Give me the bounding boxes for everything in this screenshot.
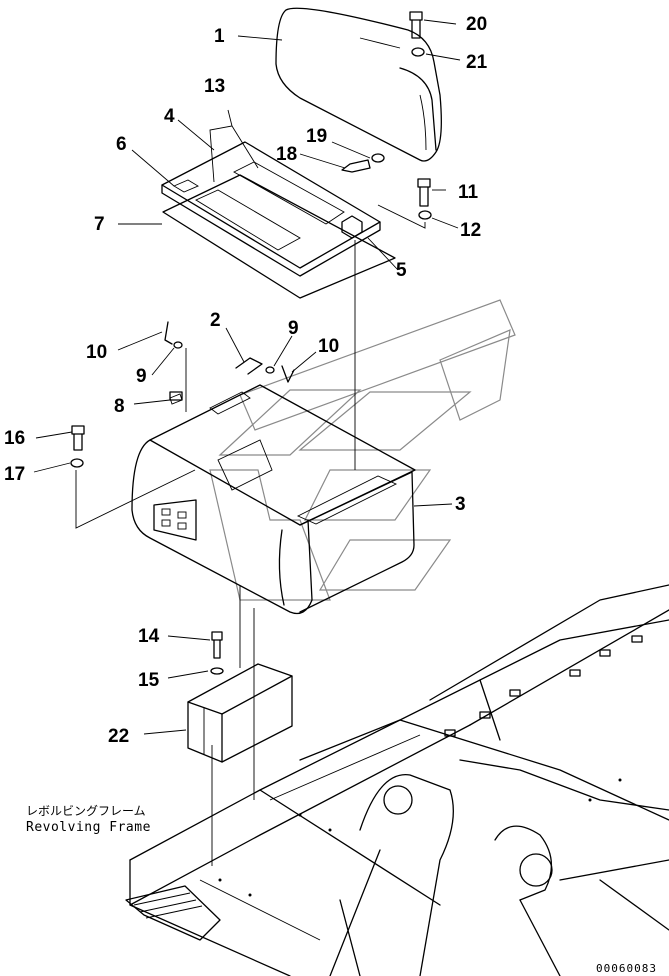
toolbox-bolt [210,631,224,675]
callout-7: 7 [94,214,105,235]
callout-3: 3 [455,494,466,515]
frame-caption-jp: レボルビングフレーム [26,804,146,818]
seat-cushion [161,141,381,277]
seat-box [131,384,416,615]
callout-6: 6 [116,134,127,155]
callout-8: 8 [114,396,125,417]
callout-20: 20 [466,14,487,35]
callout-14: 14 [138,626,160,647]
frame-caption-en: Revolving Frame [26,820,151,835]
callout-21: 21 [466,52,488,73]
callout-15: 15 [138,670,160,691]
watermark-logo [209,299,516,601]
seat-pan [162,174,396,299]
callout-19: 19 [306,126,327,147]
callout-22: 22 [108,726,129,747]
leader-lines [33,19,461,735]
fasteners [70,11,432,468]
backrest-cushion [275,7,442,162]
assembly-lines [75,204,426,866]
callout-17: 17 [4,464,25,485]
callout-11: 11 [458,182,479,203]
callout-9a: 9 [136,366,147,387]
callout-5: 5 [396,260,407,281]
seat-slider [341,215,363,239]
callout-13: 13 [204,76,225,97]
callout-10a: 10 [86,342,107,363]
callout-16: 16 [4,428,25,449]
callout-10b: 10 [318,336,339,357]
callout-12: 12 [460,220,481,241]
tool-box [187,663,293,763]
callout-1: 1 [214,26,225,47]
callout-4: 4 [164,106,175,127]
callout-18: 18 [276,144,297,165]
callout-2: 2 [210,310,221,331]
callout-9b: 9 [288,318,299,339]
drawing-number: 00060083 [596,962,657,975]
revolving-frame [125,584,669,976]
